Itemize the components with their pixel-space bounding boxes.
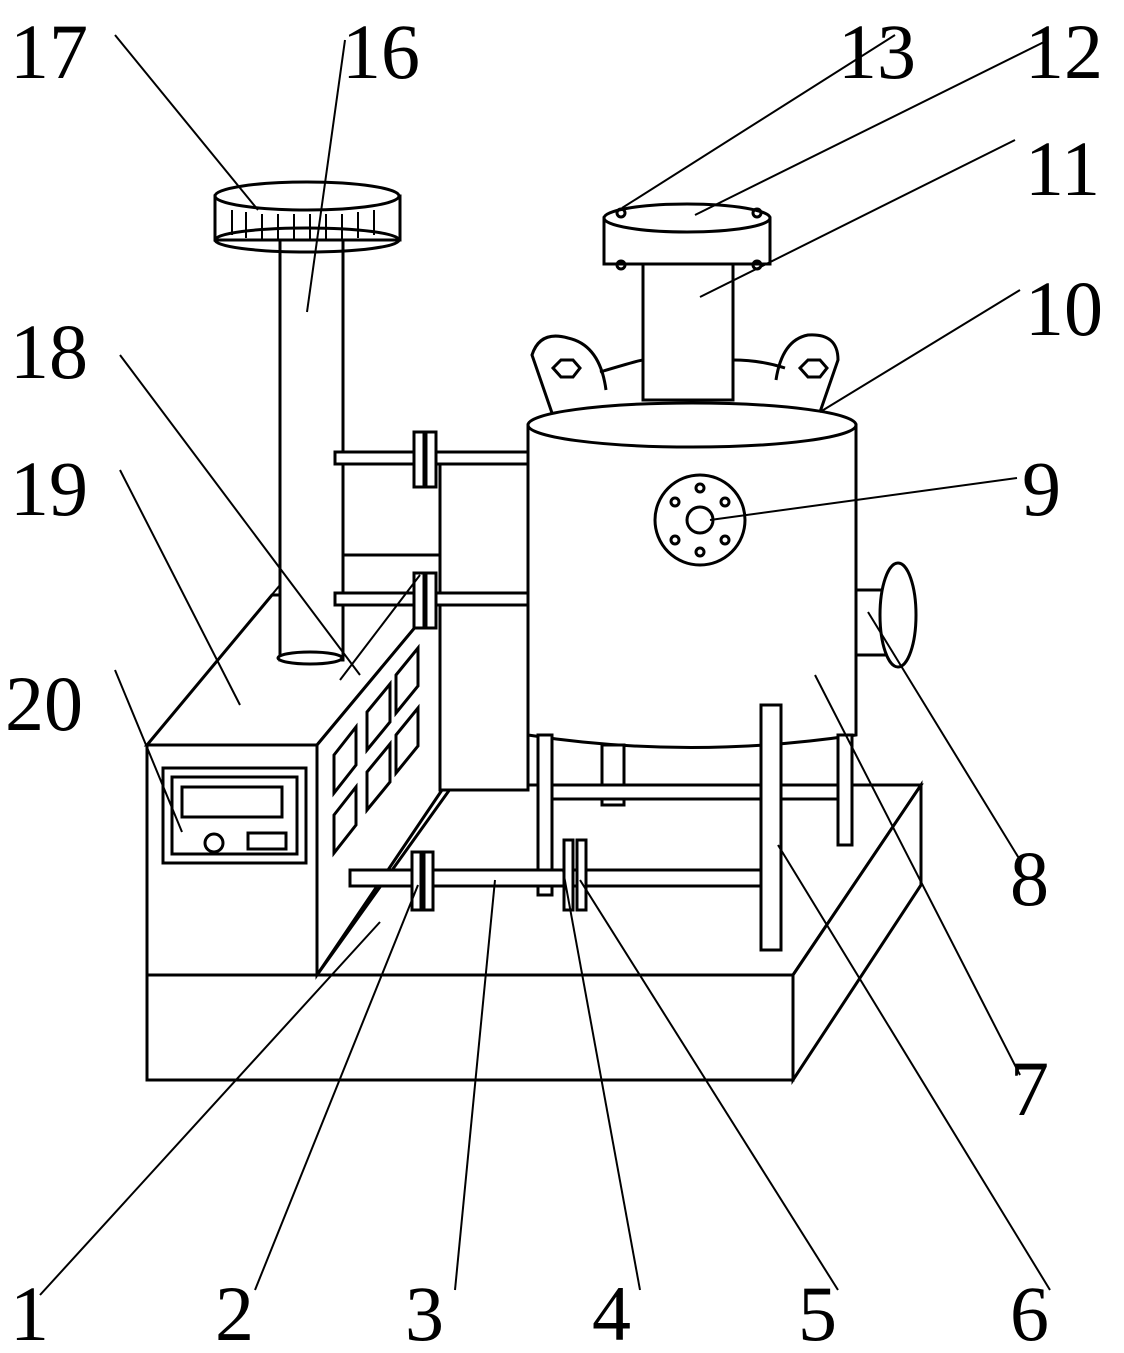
- label-5: 5: [798, 1270, 837, 1353]
- control-panel: [161, 766, 308, 865]
- drive-shaft: [348, 868, 763, 888]
- shaft-bearing: [410, 850, 435, 912]
- chimney-cap: [213, 180, 402, 254]
- pipe-clamps: [333, 430, 537, 630]
- reference-labels: 17 16 13 12 11 10 9 8 7 18 19 20 1 2 3 4…: [5, 8, 1103, 1353]
- chimney-pipe: [276, 238, 345, 666]
- support-stand: [536, 733, 854, 897]
- label-8: 8: [1010, 835, 1049, 922]
- handwheel: [759, 703, 783, 952]
- label-18: 18: [10, 308, 88, 395]
- side-outlet: [854, 561, 918, 669]
- label-12: 12: [1025, 8, 1103, 95]
- label-3: 3: [405, 1270, 444, 1353]
- label-1: 1: [10, 1270, 49, 1353]
- label-11: 11: [1025, 125, 1100, 212]
- lifting-lug-left: [530, 334, 608, 414]
- leader-lines: [39, 34, 1051, 1296]
- label-7: 7: [1010, 1045, 1049, 1132]
- inlet-neck: [599, 258, 786, 402]
- label-10: 10: [1025, 265, 1103, 352]
- label-16: 16: [342, 8, 420, 95]
- lifting-lug-right: [774, 333, 840, 413]
- label-9: 9: [1022, 445, 1061, 532]
- label-20: 20: [5, 660, 83, 747]
- label-19: 19: [10, 445, 88, 532]
- label-6: 6: [1010, 1270, 1049, 1353]
- label-13: 13: [838, 8, 916, 95]
- connecting-duct: [341, 450, 530, 792]
- sight-flange: [653, 473, 747, 567]
- tank-body: [526, 401, 858, 749]
- label-4: 4: [592, 1270, 631, 1353]
- label-17: 17: [10, 8, 88, 95]
- label-2: 2: [215, 1270, 254, 1353]
- inlet-flange: [602, 202, 772, 271]
- vent-grille: [332, 643, 420, 858]
